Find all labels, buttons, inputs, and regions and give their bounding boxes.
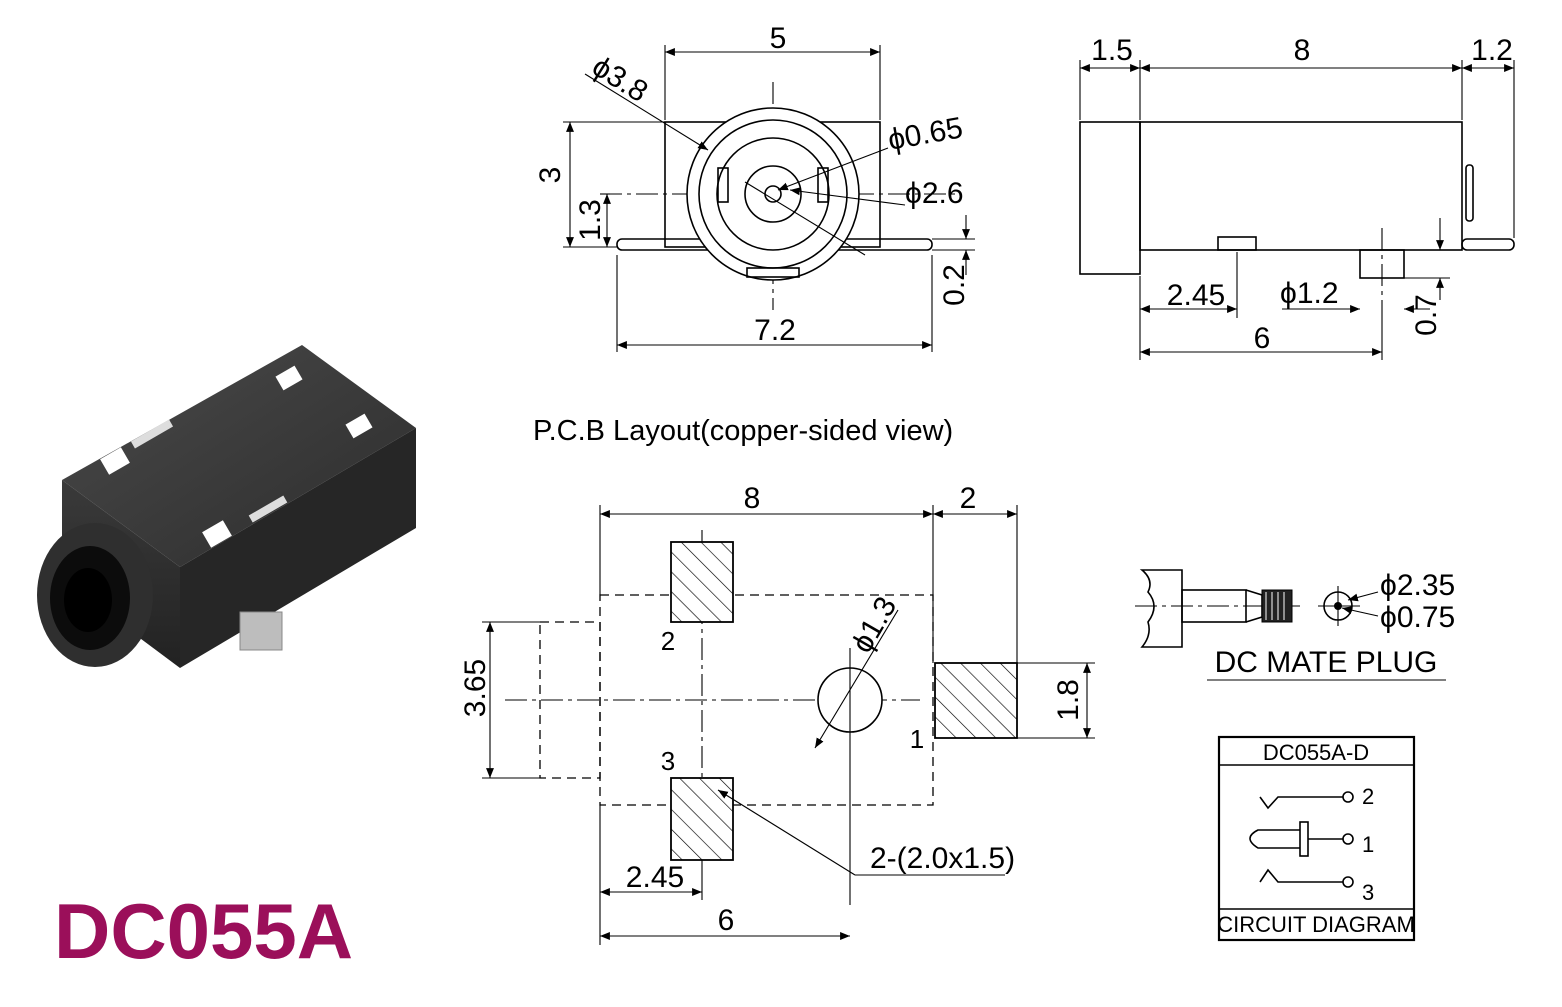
circuit-caption: CIRCUIT DIAGRAM: [1217, 912, 1415, 937]
plug-inner-dia: ϕ0.75: [1380, 601, 1455, 634]
dim-front-height: 3: [534, 167, 567, 184]
dim-pcb-pad1: 1.8: [1052, 679, 1085, 721]
dim-side-pad-offset: 2.45: [1167, 279, 1225, 312]
plug-tip-lines: [1265, 592, 1285, 620]
dim-side-flange: 1.5: [1091, 34, 1133, 67]
pcb-pin-label-2: 2: [661, 626, 675, 656]
plug-outer-dia: ϕ2.35: [1380, 569, 1455, 602]
dim-side-peg-offset: 6: [1254, 322, 1271, 355]
pcb-pad-note: 2-(2.0x1.5): [870, 842, 1015, 875]
dim-side-peg-length: 0.7: [1410, 294, 1443, 336]
circuit-pin-3: 3: [1362, 880, 1374, 905]
pcb-pin-label-1: 1: [910, 724, 924, 754]
dim-pcb-hole-dia: ϕ1.3: [845, 591, 903, 658]
circuit-pin-1: 1: [1362, 832, 1374, 857]
circuit-pin-2: 2: [1362, 784, 1374, 809]
pcb-pin-label-3: 3: [661, 746, 675, 776]
circuit-model: DC055A-D: [1263, 740, 1369, 765]
front-view: 5 ϕ3.8 ϕ0.65 ϕ2.6 3 1.3 0.2 7.2: [534, 22, 975, 352]
dim-pcb-width: 3.65: [459, 659, 492, 717]
dim-pcb-hole-offset: 6: [718, 904, 735, 937]
dim-pcb-front-ext: 2: [960, 482, 977, 515]
dim-front-overall-width: 7.2: [754, 314, 796, 347]
dim-front-pin-dia: ϕ0.65: [885, 111, 965, 157]
part-number-title: DC055A: [54, 887, 353, 975]
dim-pcb-length: 8: [744, 482, 761, 515]
dim-side-rear: 1.2: [1471, 34, 1513, 67]
dim-pcb-pad-offset: 2.45: [626, 861, 684, 894]
product-photo: [37, 345, 416, 668]
plug-title: DC MATE PLUG: [1215, 646, 1438, 679]
pcb-caption: P.C.B Layout(copper-sided view): [533, 415, 953, 447]
dim-front-center-height: 1.3: [574, 199, 607, 241]
dim-front-tab: 0.2: [938, 264, 971, 306]
dim-front-outer-dia: ϕ3.8: [586, 50, 653, 109]
mate-plug: ϕ2.35 ϕ0.75 DC MATE PLUG: [1135, 569, 1455, 681]
dim-front-width: 5: [770, 22, 787, 55]
dim-side-body: 8: [1294, 34, 1311, 67]
circuit-diagram: DC055A-D CIRCUIT DIAGRAM 2 1 3: [1217, 735, 1416, 942]
side-view: 1.5 8 1.2 2.45 6 ϕ1.2 0.7: [1079, 34, 1515, 360]
dim-front-inner-dia: ϕ2.6: [905, 177, 964, 210]
pcb-layout: 2 3 1 8 2 ϕ1.3 3.65 1.8 2-(2.0x1.5) 2.45…: [459, 482, 1095, 945]
dim-side-peg-dia: ϕ1.2: [1280, 277, 1339, 310]
